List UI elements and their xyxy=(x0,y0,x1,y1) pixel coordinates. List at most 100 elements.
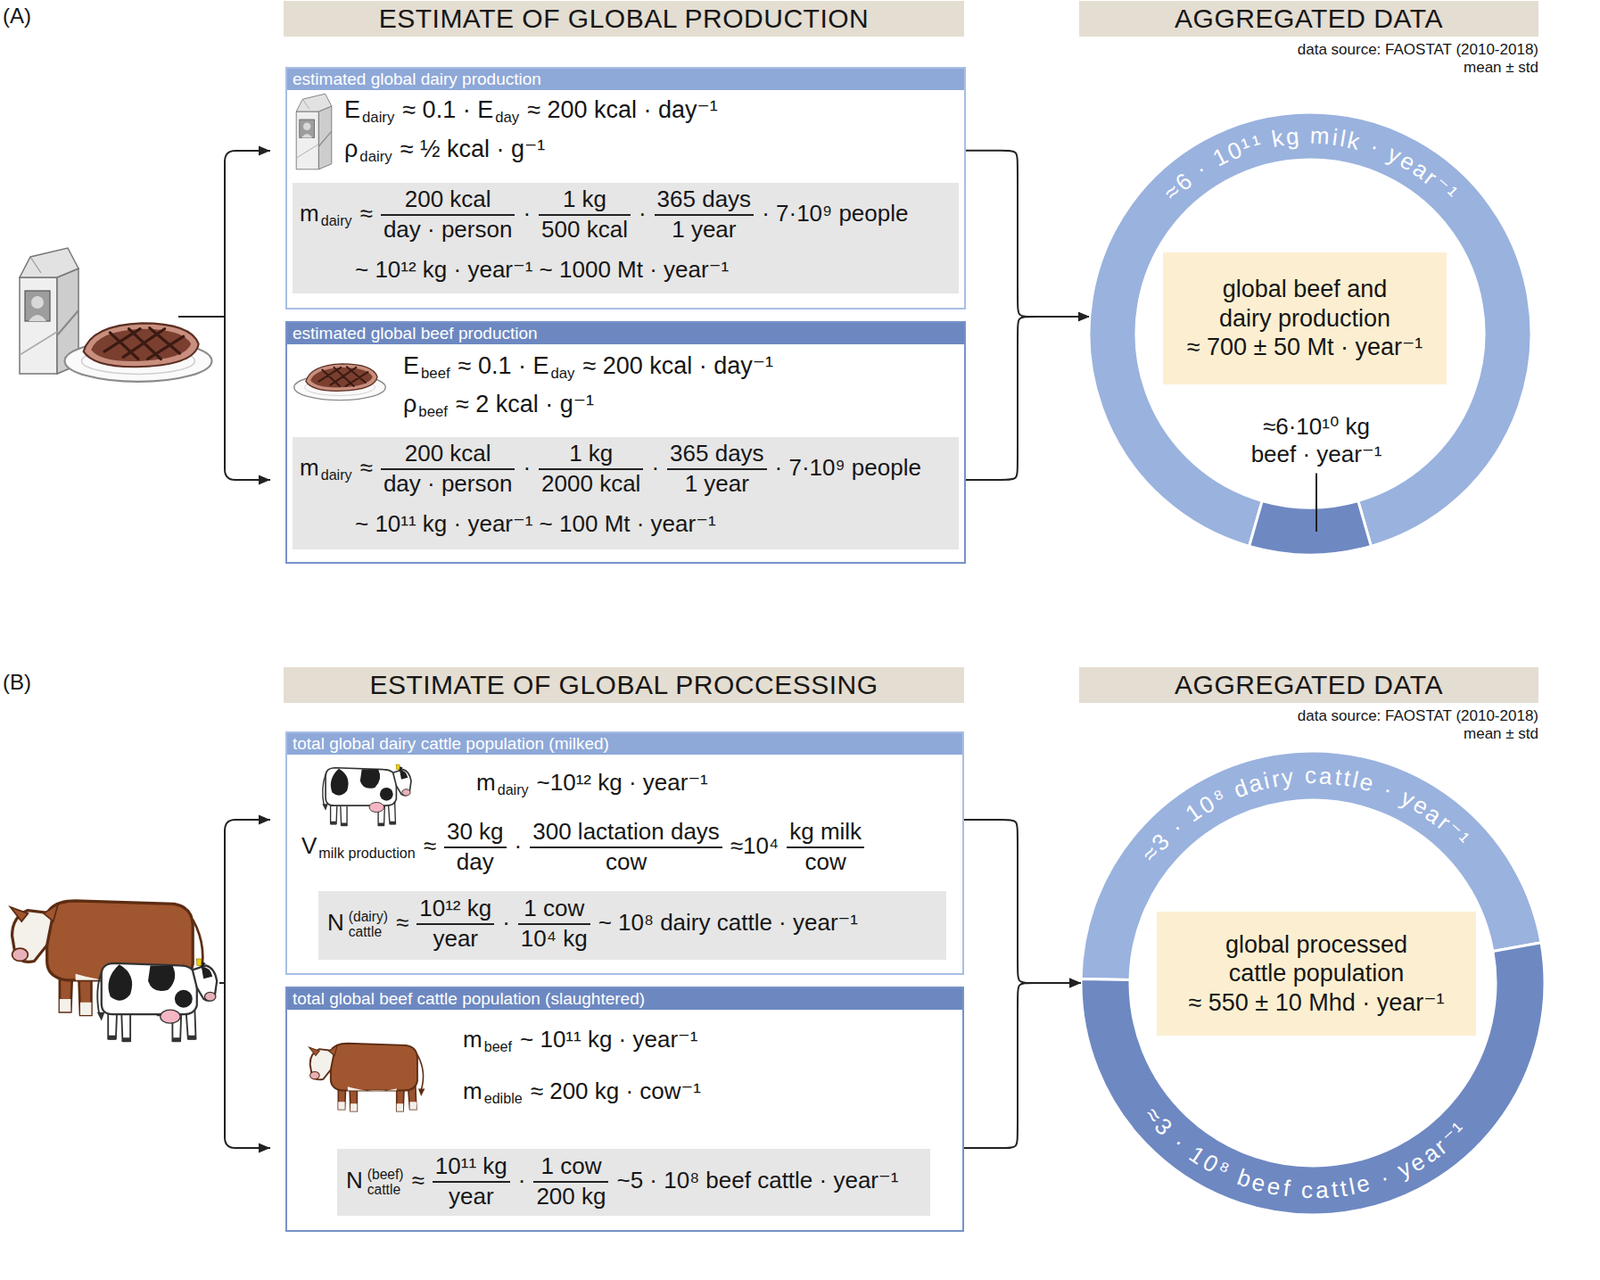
formula-term: · 7·10⁹ people xyxy=(761,199,908,227)
data-source-note: data source: FAOSTAT (2010-2018) xyxy=(1297,41,1539,59)
numerator: 10¹² kg xyxy=(416,895,495,925)
subscript: dairy xyxy=(497,781,529,798)
estimate-box: mdairy≈200 kcalday · person·1 kg2000 kca… xyxy=(285,321,966,564)
formula-term: · xyxy=(522,453,531,481)
fraction: 300 lactation dayscow xyxy=(529,818,723,876)
statistic-note: mean ± std xyxy=(1463,725,1539,743)
ring-letter: 1 xyxy=(1208,143,1232,173)
numerator: 200 kcal xyxy=(380,186,516,216)
flow-arrow xyxy=(964,982,1081,1148)
formula-row: Edairy≈ 0.1 · Eday≈ 200 kcal · day⁻¹ xyxy=(340,95,722,127)
numerator: 365 days xyxy=(654,186,755,216)
section-header: ESTIMATE OF GLOBAL PRODUCTION xyxy=(283,0,965,37)
fraction: 200 kcalday · person xyxy=(380,186,516,244)
bracket-stem xyxy=(178,315,225,318)
ring-letter: e xyxy=(1353,1170,1373,1198)
formula-term: V xyxy=(301,832,317,859)
formula-term: · xyxy=(638,199,647,227)
bracket-arrow xyxy=(224,819,271,983)
ring-letter: d xyxy=(1229,774,1252,803)
numerator: 1 kg xyxy=(538,186,631,216)
formula-term: ≈ 2 kcal · g⁻¹ xyxy=(455,390,594,418)
steak-icon xyxy=(65,322,213,382)
formula-term: · 7·10⁹ people xyxy=(775,453,922,481)
ring-note: ≈6·10¹⁰ kg beef · year⁻¹ xyxy=(1245,412,1387,469)
fraction: 30 kgday xyxy=(444,818,507,876)
ring-letter: f xyxy=(1281,1175,1292,1202)
formula-term: m xyxy=(476,768,496,796)
ring-letter xyxy=(1200,150,1220,176)
denominator: 2000 kcal xyxy=(538,470,644,498)
header-band: estimated global dairy production xyxy=(287,68,965,91)
numerator: 1 cow xyxy=(518,895,591,925)
statistic-note: mean ± std xyxy=(1463,58,1539,77)
denominator: day · person xyxy=(380,215,516,244)
formula-row: mdairy≈200 kcalday · person·1 kg2000 kca… xyxy=(296,440,925,498)
bracket-arrow xyxy=(224,316,271,480)
ring-letter: 0 xyxy=(1195,790,1220,819)
subscript: beef xyxy=(418,403,448,421)
ring-letter xyxy=(1358,130,1372,157)
formula-term: ~10¹² kg · year⁻¹ xyxy=(536,768,709,796)
formula-term: E xyxy=(344,96,361,124)
steak-icon xyxy=(294,363,387,401)
bracket-arrow xyxy=(224,150,271,317)
ring-letter: e xyxy=(1265,1172,1284,1201)
ring-letter: · xyxy=(1379,775,1396,803)
formula-row: ρbeef≈ 2 kcal · g⁻¹ xyxy=(399,389,598,421)
formula-term: · xyxy=(502,908,511,936)
ring-letter: ⁻ xyxy=(1440,816,1467,844)
formula-row: mdairy ~10¹² kg · year⁻¹ xyxy=(472,768,712,800)
ring-letter: r xyxy=(1429,1133,1452,1159)
total-text: ≈ 700 ± 50 Mt · year⁻¹ xyxy=(1187,332,1423,362)
numerator: 30 kg xyxy=(444,818,507,849)
numerator: kg milk xyxy=(786,818,865,849)
ring-letter: a xyxy=(1418,1139,1444,1169)
formula-row: Ebeef≈ 0.1 · Eday≈ 200 kcal · day⁻¹ xyxy=(399,351,777,383)
fraction: 1 cow10⁴ kg xyxy=(518,895,591,953)
denominator: day · person xyxy=(380,470,516,498)
formula-term: · xyxy=(651,453,660,481)
ring-letter: a xyxy=(1408,155,1434,184)
subscript: day xyxy=(550,364,575,382)
box-heading: estimated global dairy production xyxy=(292,69,542,89)
formula-row: medible≈ 200 kg · cow⁻¹ xyxy=(459,1077,705,1108)
total-box: global beef and dairy production≈ 700 ± … xyxy=(1162,252,1447,385)
ring-letter: 3 xyxy=(1146,828,1175,856)
ring-letter: t xyxy=(1333,764,1344,791)
formula-term: · xyxy=(518,1166,527,1194)
denominator: cow xyxy=(786,848,865,876)
header-text: ESTIMATE OF GLOBAL PRODUCTION xyxy=(379,3,870,34)
subscript: beef xyxy=(420,364,451,382)
ring-letter xyxy=(1301,123,1309,149)
ring-letter: 1 xyxy=(1184,1140,1210,1170)
ring-letter: l xyxy=(1350,767,1361,793)
ring-letter xyxy=(1182,162,1204,187)
ring-letter: ¹ xyxy=(1448,1117,1472,1141)
ring-letter: m xyxy=(1310,123,1331,150)
ring-letter xyxy=(1161,1123,1184,1147)
ring-letter: c xyxy=(1301,1177,1314,1204)
donut-chart: global processed cattle population≈ 550 … xyxy=(1080,750,1545,1215)
subscript: milk production xyxy=(318,844,415,861)
numerator: 365 days xyxy=(667,440,768,471)
estimate-box: N(beef)cattle≈10¹¹ kgyear·1 cow200 kg~5 … xyxy=(285,986,965,1232)
ring-letter: ⁻ xyxy=(1437,1124,1464,1152)
ring-letter: · xyxy=(1164,814,1188,839)
ring-letter: l xyxy=(1337,125,1347,152)
formula-term: ρ xyxy=(344,135,358,163)
ring-letter xyxy=(1385,1161,1402,1188)
index-stack: (beef)cattle xyxy=(367,1166,405,1197)
formula-row: Vmilk production≈30 kgday·300 lactation … xyxy=(297,818,869,876)
ring-letter: a xyxy=(1420,800,1446,829)
ring-letter: 3 xyxy=(1149,1113,1178,1140)
formula-term: ~5 · 10⁸ beef cattle · year⁻¹ xyxy=(616,1166,899,1194)
formula-box: mdairy≈200 kcalday · person·1 kg500 kcal… xyxy=(292,182,959,294)
ring-letter: i xyxy=(1330,124,1339,151)
formula-row: ~ 10¹² kg · year⁻¹ ~ 1000 Mt · year⁻¹ xyxy=(351,255,733,284)
ring-letter xyxy=(1375,137,1391,164)
ring-letter: c xyxy=(1304,762,1317,789)
ring-letter: ≈ xyxy=(1158,178,1186,206)
ring-letter: e xyxy=(1405,1147,1430,1177)
